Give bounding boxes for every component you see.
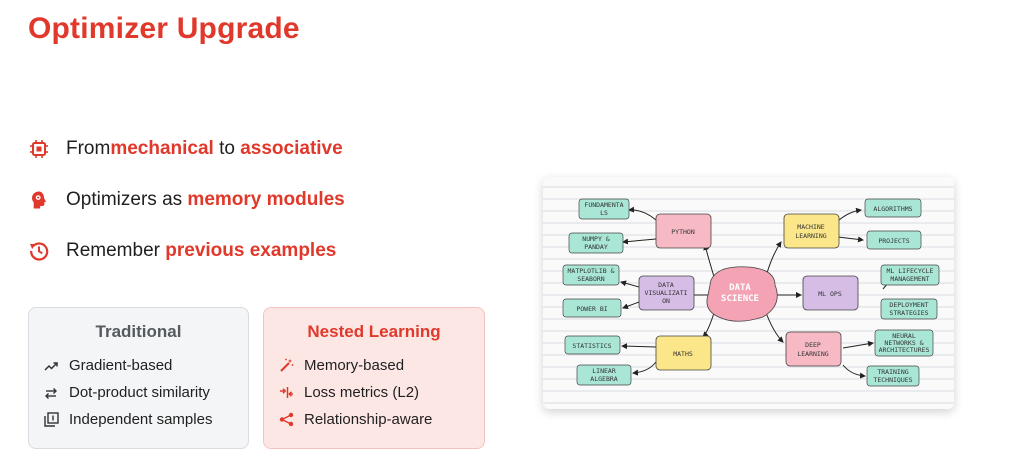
bullet-highlight: previous examples xyxy=(165,240,337,261)
mindmap-node-fundamentals-2: LS xyxy=(600,209,608,217)
mindmap-node-statistics: STATISTICS xyxy=(572,342,611,350)
mindmap-node-deployment-2: STRATEGIES xyxy=(889,309,928,317)
bullet-highlight: memory modules xyxy=(187,189,345,210)
mindmap-node-powerbi: POWER BI xyxy=(576,305,607,313)
mindmap-node-matplotlib: MATPLOTLIB & xyxy=(568,267,615,275)
share-icon xyxy=(278,412,294,428)
list-item: Loss metrics (L2) xyxy=(278,379,484,406)
mindmap-center-line1: DATA xyxy=(729,283,751,293)
mindmap-node-neural: NEURAL xyxy=(892,332,916,340)
magic-wand-icon xyxy=(278,358,294,374)
list-item-label: Independent samples xyxy=(69,411,213,428)
mindmap-node-deep: DEEP xyxy=(805,341,821,349)
swap-arrows-icon xyxy=(43,385,59,401)
list-item-label: Dot-product similarity xyxy=(69,384,210,401)
trending-up-icon xyxy=(43,358,59,374)
list-item: Dot-product similarity xyxy=(43,379,248,406)
page-title: Optimizer Upgrade xyxy=(28,12,300,45)
bullet-item: Optimizers as memory modules xyxy=(28,189,345,211)
list-item: Memory-based xyxy=(278,352,484,379)
list-item: Relationship-aware xyxy=(278,406,484,433)
list-item: Independent samples xyxy=(43,406,248,433)
traditional-title: Traditional xyxy=(95,322,182,341)
mindmap-node-deep-2: LEARNING xyxy=(797,350,828,358)
mindmap-node-mlops: ML OPS xyxy=(818,290,842,298)
mindmap-node-dataviz-3: ON xyxy=(662,297,670,305)
list-item-label: Gradient-based xyxy=(69,357,173,374)
mindmap-node-fundamentals: FUNDAMENTA xyxy=(584,201,623,209)
mindmap-node-algorithms: ALGORITHMS xyxy=(873,205,912,213)
mindmap-node-numpy-2: PANDAY xyxy=(584,243,608,251)
mindmap-node-linear-2: ALGEBRA xyxy=(590,375,617,383)
bullet-highlight: mechanical xyxy=(110,138,214,159)
bullet-text-prefix: Optimizers as xyxy=(66,189,188,210)
mindmap-node-neural-3: ARCHITECTURES xyxy=(879,346,930,354)
list-item: Gradient-based xyxy=(43,352,248,379)
bullet-text-prefix: Remember xyxy=(66,240,166,261)
bullet-highlight: associative xyxy=(240,138,343,159)
history-icon xyxy=(28,240,50,262)
list-item-label: Memory-based xyxy=(304,357,405,374)
mindmap-node-training: TRAINING xyxy=(877,368,908,376)
list-item-label: Loss metrics (L2) xyxy=(304,384,420,401)
mindmap-node-maths: MATHS xyxy=(673,350,693,358)
mindmap-node-linear: LINEAR xyxy=(592,367,616,375)
mindmap-node-projects: PROJECTS xyxy=(878,237,909,245)
mindmap-node-neural-2: NETWORKS & xyxy=(884,339,923,347)
mindmap-node-numpy: NUMPY & xyxy=(582,235,609,243)
mindmap-node-python: PYTHON xyxy=(671,228,695,236)
bullet-item: Remember previous examples xyxy=(28,240,336,262)
chip-icon xyxy=(28,138,50,160)
mindmap-node-lifecycle-2: MANAGEMENT xyxy=(890,275,929,283)
compress-arrows-icon xyxy=(278,385,294,401)
bullet-item: From mechanical to associative xyxy=(28,138,343,160)
nested-learning-card: Nested Learning Memory-based Loss metric… xyxy=(263,307,485,449)
bullet-text-mid: to xyxy=(213,138,241,159)
nested-learning-title: Nested Learning xyxy=(307,322,441,341)
brain-head-icon xyxy=(28,189,50,211)
mindmap-center-line2: SCIENCE xyxy=(721,294,759,304)
filter-one-icon xyxy=(43,412,59,428)
mindmap-node-ml-2: LEARNING xyxy=(795,232,826,240)
list-item-label: Relationship-aware xyxy=(304,411,433,428)
bullet-text-prefix: From xyxy=(66,138,111,159)
mindmap-node-ml: MACHINE xyxy=(797,223,824,231)
mindmap-node-lifecycle: ML LIFECYCLE xyxy=(887,267,934,275)
mindmap-node-dataviz: DATA xyxy=(658,281,674,289)
mindmap-node-deployment: DEPLOYMENT xyxy=(889,301,928,309)
traditional-card: Traditional Gradient-based Dot-product s… xyxy=(28,307,249,449)
data-science-mindmap: DATA SCIENCE PYTHON FUNDAMENTA LS NUMPY … xyxy=(543,177,954,409)
mindmap-node-matplotlib-2: SEABORN xyxy=(577,275,604,283)
mindmap-node-dataviz-2: VISUALIZATI xyxy=(644,289,687,297)
mindmap-node-training-2: TECHNIQUES xyxy=(873,376,912,384)
